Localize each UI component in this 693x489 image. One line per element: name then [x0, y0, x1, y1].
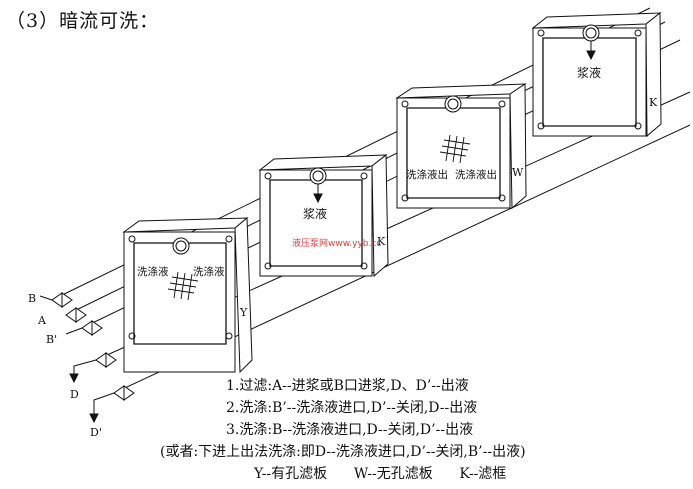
valve-a: [65, 307, 87, 323]
plate-y-label: Y: [239, 306, 248, 319]
plate-y-wash-left: 洗涤液: [137, 265, 169, 278]
plate-k2-slurry: 浆液: [577, 65, 601, 80]
diagram-title: （3）暗流可洗：: [6, 10, 160, 32]
valve-d: [69, 352, 117, 384]
note-wash-1: 2.洗涤:B’--洗涤液进口,D’--关闭,D--出液: [226, 400, 478, 416]
note-filtration: 1.过滤:A--进浆或B口进浆,D、D’--出液: [226, 378, 469, 394]
plate-k1-label: K: [377, 235, 386, 248]
plate-w-label: W: [512, 166, 524, 179]
note-plate-legend: Y--有孔滤板 W--无孔滤板 K--滤框: [254, 466, 507, 482]
plate-y-wash-right: 洗涤液: [193, 265, 225, 278]
plate-w-wash-left: 洗涤液出: [406, 168, 448, 181]
plate-w: [395, 83, 527, 210]
plate-y: [122, 216, 253, 374]
valve-d-prime-label: D': [90, 426, 102, 439]
plate-k2-label: K: [649, 96, 658, 109]
valve-b: [39, 292, 73, 308]
valve-d-prime: [89, 385, 135, 424]
plate-k1-slurry: 浆液: [303, 206, 327, 221]
watermark: 液压泵网www.yyb.cc: [292, 239, 382, 249]
valve-a-label: A: [37, 314, 47, 327]
plate-k1: [258, 153, 389, 278]
plate-w-wash-right: 洗涤液出: [455, 168, 497, 181]
valve-b-prime: [65, 320, 103, 336]
valve-b-prime-label: B': [46, 333, 57, 346]
valve-b-label: B: [28, 292, 36, 305]
note-wash-2: 3.洗涤:B--洗涤液进口,D--关闭,D’--出液: [226, 422, 474, 438]
valve-d-label: D: [70, 388, 79, 401]
note-alt-wash: (或者:下进上出法洗涤:即D--洗涤液进口,D’--关闭,B’--出液): [160, 444, 526, 460]
plate-k2: [531, 11, 662, 138]
